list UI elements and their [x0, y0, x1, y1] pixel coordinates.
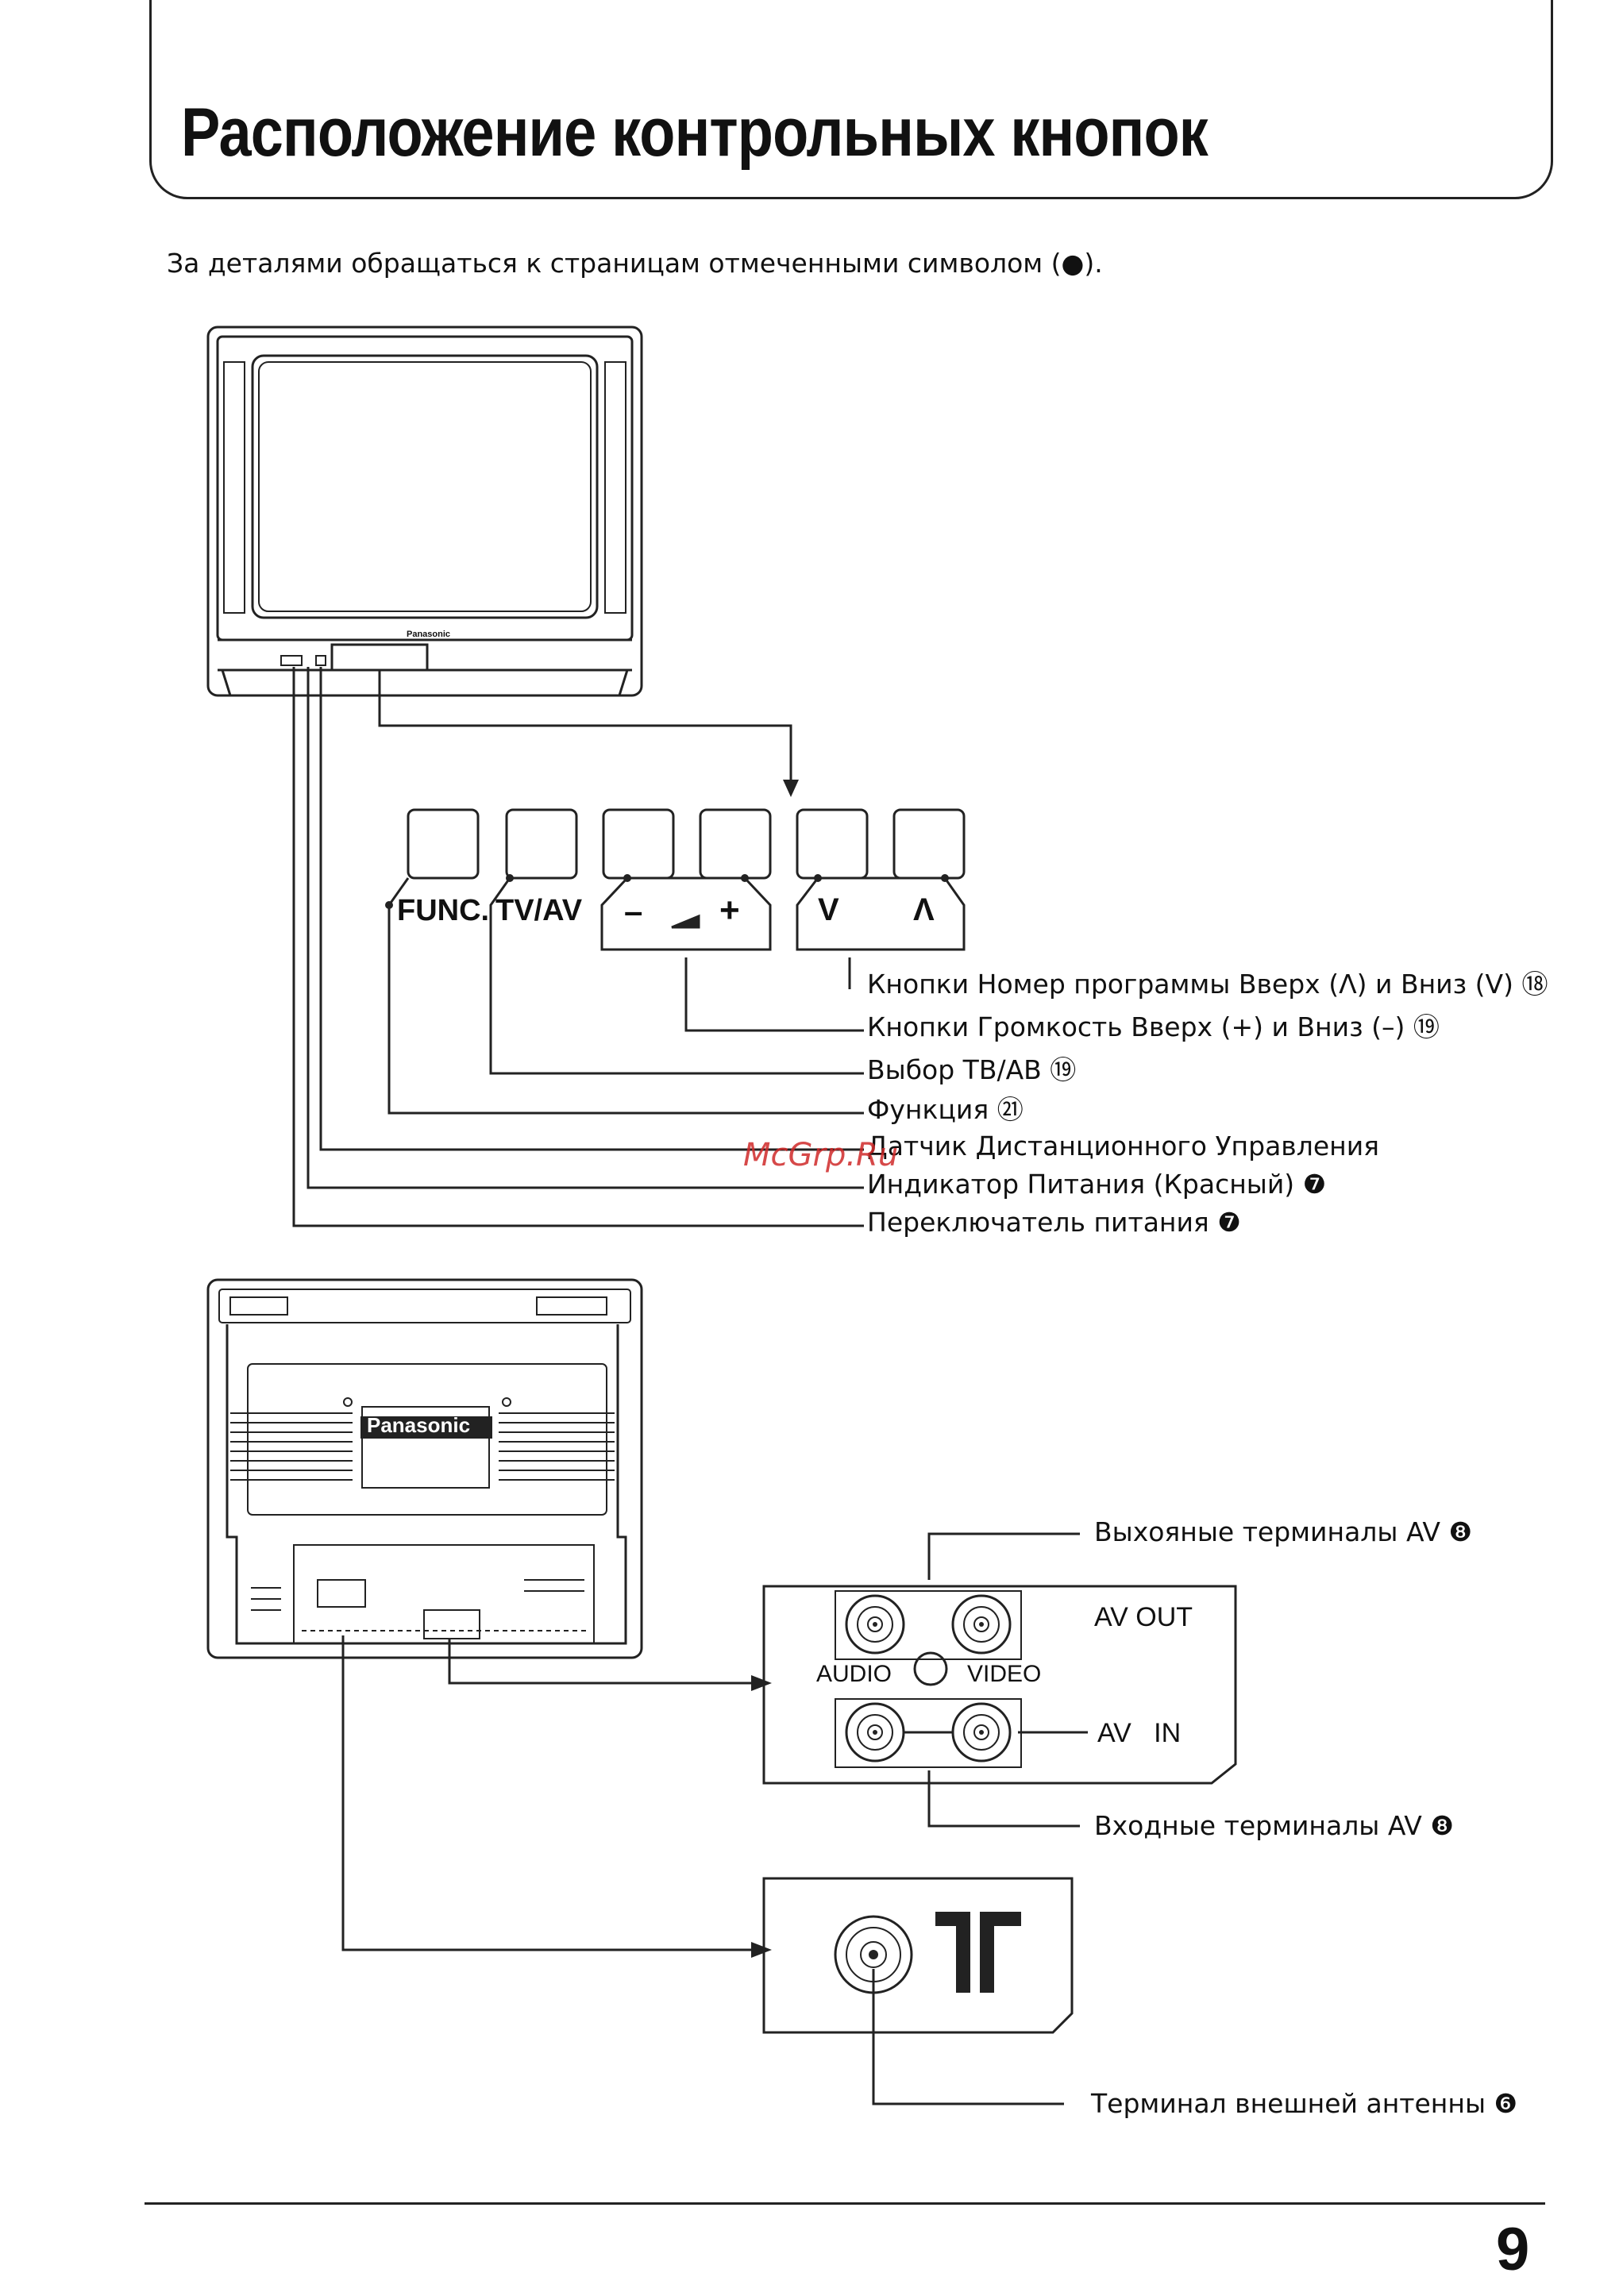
tvav-label: TV/AV: [495, 894, 583, 927]
func-button[interactable]: [407, 808, 480, 880]
video-text: VIDEO: [967, 1661, 1042, 1687]
antenna-terminal-panel: [762, 1877, 1074, 2034]
volume-down-button[interactable]: [602, 808, 675, 880]
av-in-text: AV IN: [1097, 1718, 1182, 1748]
channel-down-label: V: [818, 892, 839, 927]
intro-text: За деталями обращаться к страницам отмеч…: [167, 248, 1103, 279]
volume-up-button[interactable]: [699, 808, 772, 880]
antenna-icon: [935, 1912, 970, 1993]
label-volume-buttons: Кнопки Громкость Вверх (+) и Вниз (–) ⑲: [867, 1011, 1440, 1042]
label-remote-sensor: Датчик Дистанционного Управления: [867, 1131, 1380, 1161]
av-terminal-panel: [762, 1585, 1237, 1785]
audio-out-jack[interactable]: [845, 1594, 905, 1655]
watermark: McGrp.Ru: [743, 1137, 899, 1173]
rear-brand-logo: Panasonic: [367, 1413, 471, 1437]
func-label: FUNC.: [397, 894, 490, 927]
front-brand-logo: Panasonic: [407, 630, 451, 639]
video-out-jack[interactable]: [951, 1594, 1012, 1655]
audio-text: AUDIO: [816, 1661, 892, 1687]
tv-front-illustration: [206, 326, 643, 697]
tvav-button[interactable]: [505, 808, 578, 880]
label-function: Функция ㉑: [867, 1094, 1024, 1125]
volume-icon: [671, 914, 700, 929]
av-out-text: AV OUT: [1094, 1602, 1193, 1632]
volume-minus-label: –: [624, 892, 643, 930]
channel-up-label: Λ: [913, 892, 935, 927]
label-av-out-terminals: Выхояные терминалы AV ❽: [1094, 1516, 1473, 1547]
title-frame: [149, 0, 1553, 199]
channel-down-button[interactable]: [796, 808, 869, 880]
label-av-in-terminals: Входные терминалы AV ❽: [1094, 1810, 1454, 1841]
volume-plus-label: +: [719, 891, 740, 930]
footer-rule: [145, 2202, 1545, 2205]
label-channel-buttons: Кнопки Номер программы Вверх (Λ) и Вниз …: [867, 969, 1548, 1000]
tv-rear-illustration: [206, 1278, 643, 1659]
page-number: 9: [1496, 2216, 1530, 2283]
antenna-jack[interactable]: [834, 1915, 913, 1994]
label-antenna-terminal: Терминал внешней антенны ❻: [1091, 2088, 1518, 2119]
label-tvav-select: Выбор ТВ/АВ ⑲: [867, 1054, 1077, 1085]
page-title: Расположение контрольных кнопок: [181, 94, 1209, 171]
label-power-switch: Переключатель питания ❼: [867, 1207, 1241, 1238]
channel-up-button[interactable]: [892, 808, 966, 880]
terminal-screw: [913, 1651, 948, 1686]
label-power-indicator: Индикатор Питания (Красный) ❼: [867, 1169, 1327, 1200]
